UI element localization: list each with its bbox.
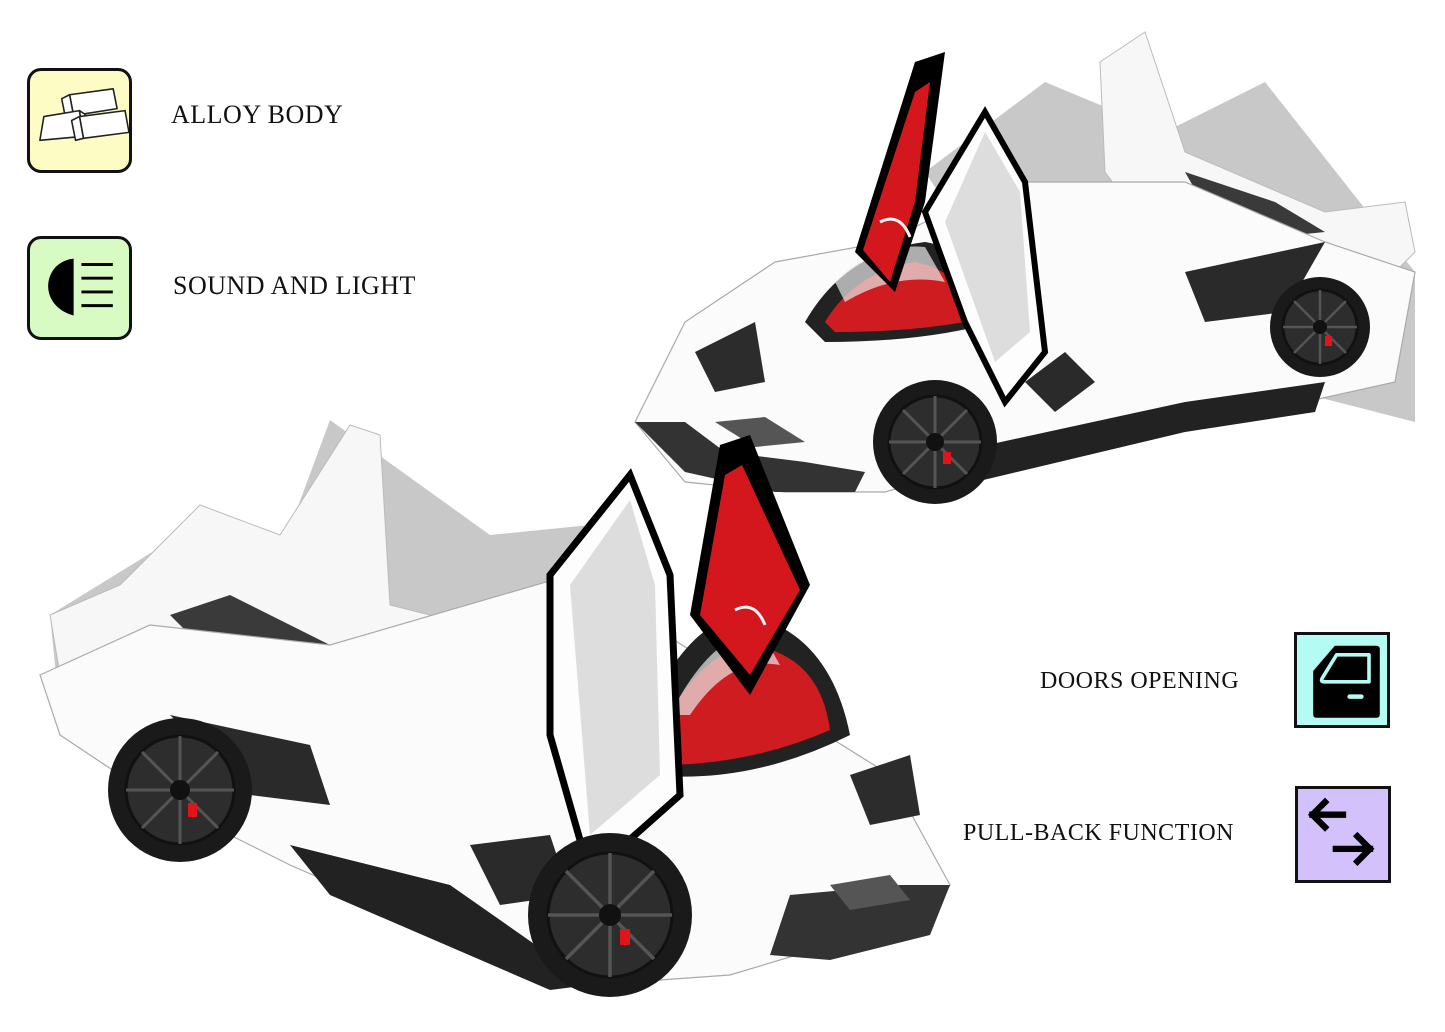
left-right-arrows-icon [1307, 797, 1375, 866]
sound-light-label: SOUND AND LIGHT [173, 271, 416, 300]
product-image-car-bottom [30, 415, 960, 1015]
alloy-body-icon-box [27, 68, 132, 173]
front-wheel [873, 380, 997, 504]
headlight-beam-icon [48, 258, 113, 316]
metal-ingots-icon [39, 88, 129, 142]
alloy-body-label: ALLOY BODY [171, 100, 344, 129]
doors-opening-label: DOORS OPENING [1040, 668, 1240, 694]
pull-back-icon-box [1295, 786, 1391, 883]
car-door-icon [1313, 645, 1380, 718]
doors-opening-icon-box [1294, 632, 1390, 728]
product-image-car-top [625, 22, 1425, 527]
sound-light-icon-box [27, 236, 132, 340]
pull-back-label: PULL-BACK FUNCTION [963, 820, 1235, 846]
